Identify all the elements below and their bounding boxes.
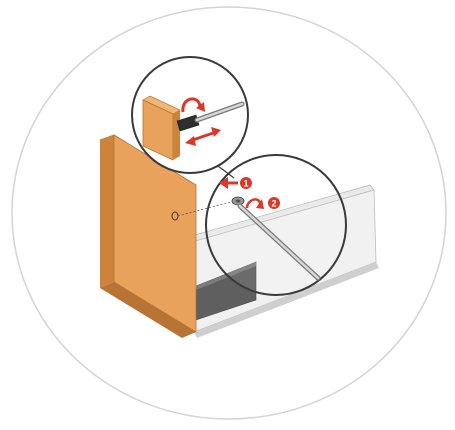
circle-frame <box>11 6 447 420</box>
inset-rotate-icon <box>181 97 205 113</box>
step-2-number: 2 <box>271 199 276 209</box>
drawer-panel <box>187 184 379 338</box>
magnifier-inset <box>131 56 249 174</box>
step-1-number: 1 <box>243 179 248 189</box>
step-2-rotate-icon <box>245 198 264 209</box>
screwdriver-icon <box>237 203 321 281</box>
inset-slide-icon <box>185 127 221 146</box>
step-1-badge: 1 <box>240 177 252 189</box>
step-2-badge: 2 <box>268 197 280 209</box>
step-1-arrow-icon <box>219 177 238 189</box>
wood-front-panel <box>99 134 239 338</box>
magnifier-main: 1 2 <box>205 154 347 296</box>
